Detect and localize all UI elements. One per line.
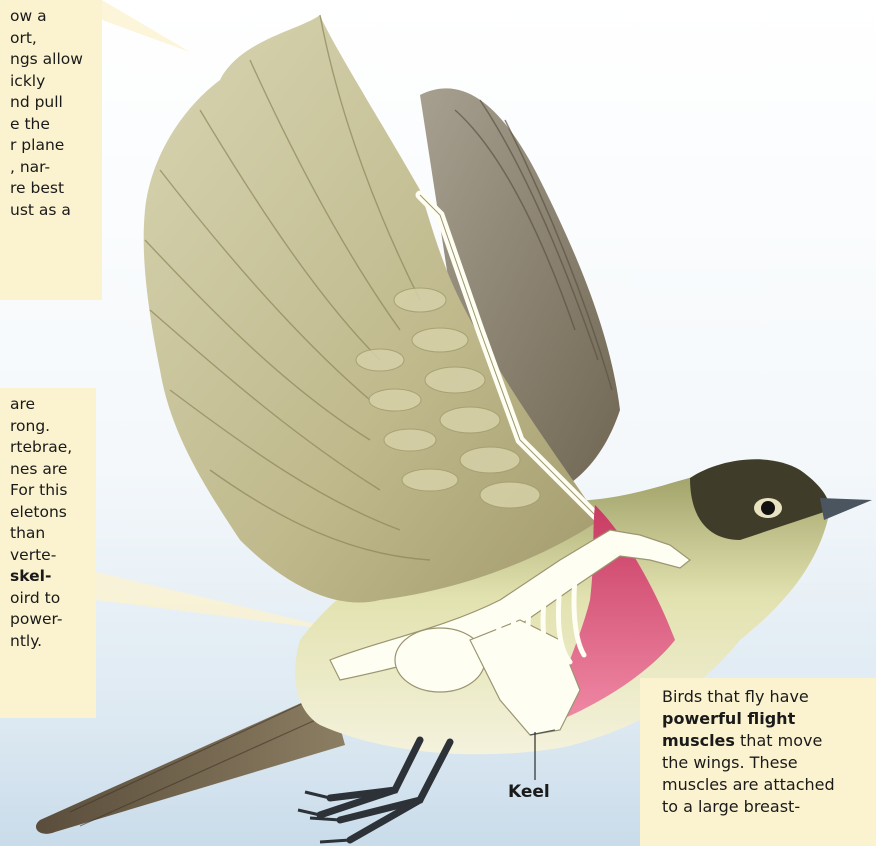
callout-line: eletons: [10, 502, 86, 524]
callout-line: re best: [10, 178, 92, 200]
callout-line: ntly.: [10, 631, 86, 653]
callout-line: the wings. These: [662, 752, 868, 774]
callout-skeleton: are rong. rtebrae, nes are For this elet…: [0, 388, 96, 718]
callout-line: ust as a: [10, 200, 92, 222]
callout-line: oird to: [10, 588, 86, 610]
callout-line: ickly: [10, 71, 92, 93]
callout-line: muscles that move: [662, 730, 868, 752]
callout-line: e the: [10, 114, 92, 136]
callout-line: than: [10, 523, 86, 545]
callout-line: are: [10, 394, 86, 416]
callout-wings: ow a ort, ngs allow ickly nd pull e the …: [0, 0, 102, 300]
callout-line: powerful flight: [662, 708, 868, 730]
callout-line: muscles are attached: [662, 774, 868, 796]
callout-line: nes are: [10, 459, 86, 481]
pointer-top: [102, 0, 190, 52]
callout-flight-muscles: Birds that fly have powerful flight musc…: [640, 678, 876, 846]
callout-line: rong.: [10, 416, 86, 438]
keel-label: Keel: [508, 782, 550, 802]
callout-line: nd pull: [10, 92, 92, 114]
callout-line: power-: [10, 609, 86, 631]
callout-line: Birds that fly have: [662, 686, 868, 708]
callout-line: For this: [10, 480, 86, 502]
callout-line: ngs allow: [10, 49, 92, 71]
legs: [320, 740, 450, 840]
callout-line: to a large breast-: [662, 796, 868, 818]
callout-line: verte-: [10, 545, 86, 567]
beak: [820, 498, 872, 520]
callout-line: skel-: [10, 566, 86, 588]
callout-line: ow a: [10, 6, 92, 28]
callout-line: r plane: [10, 135, 92, 157]
callout-line: ort,: [10, 28, 92, 50]
callout-line: , nar-: [10, 157, 92, 179]
callout-line: rtebrae,: [10, 437, 86, 459]
